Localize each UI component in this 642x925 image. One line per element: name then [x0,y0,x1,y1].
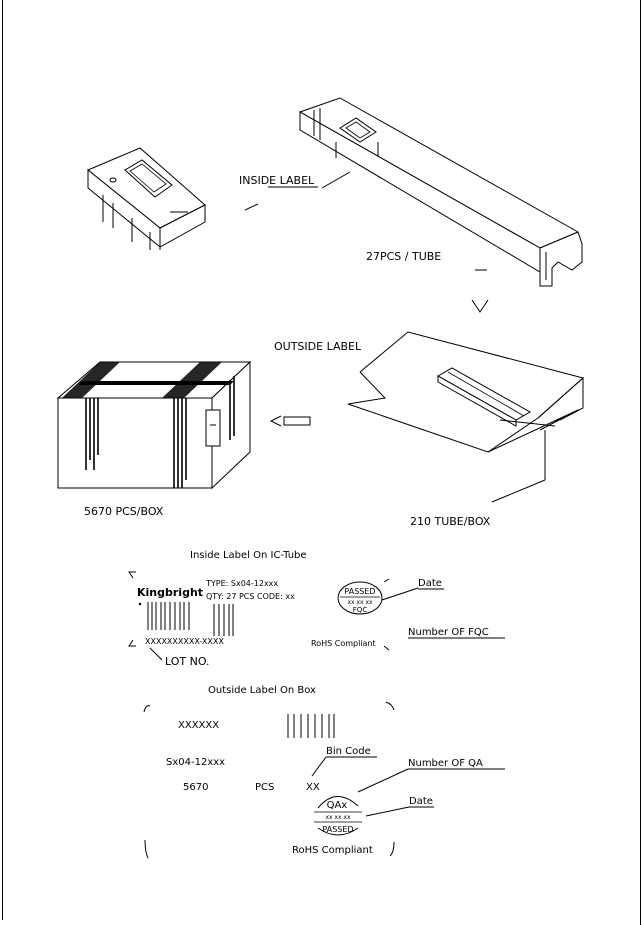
fqc-stamp-top: PASSED [344,587,375,596]
type-line: TYPE: Sx04-12xxx [205,579,278,588]
fqc-passed-stamp: PASSED xx xx xx FQC [337,581,383,615]
kingbright-brand: Kingbright [137,586,203,599]
fqc-stamp-mid: xx xx xx [347,599,373,606]
bin-code-value: XX [306,782,320,793]
fqc-stamp-bottom: FQC [353,606,368,614]
sealed-box-drawing [56,360,252,490]
date-callout-inside: Date [418,578,442,589]
led-display-drawing [87,147,259,250]
inside-barcode-main [147,602,190,630]
qa-passed-stamp: QAx xx xx xx PASSED [314,796,362,836]
ic-tube-drawing [298,97,583,313]
pcs-per-box-label: 5670 PCS/BOX [84,505,164,518]
tubes-per-box-label: 210 TUBE/BOX [410,515,491,528]
bin-code-callout: Bin Code [326,746,371,757]
page-border-left [2,0,3,920]
part-number: Sx04-12xxx [166,757,225,768]
outside-label-title: Outside Label On Box [208,685,316,696]
qty-line: QTY: 27 PCS CODE: xx [206,592,295,601]
box-quantity-unit: PCS [255,782,274,793]
qa-stamp-bottom: PASSED [322,825,353,834]
rohs-inside: RoHS Compliant [311,639,376,648]
outside-label-callout: OUTSIDE LABEL [274,340,362,353]
date-callout-outside: Date [409,796,433,807]
fqc-number-callout: Number OF FQC [408,627,489,638]
inside-barcode-secondary [213,604,234,636]
qa-stamp-text: QAx [327,800,348,811]
box-code: XXXXXX [178,720,219,731]
inside-label-panel: Inside Label On IC-Tube Kingbright TYPE:… [128,550,505,668]
inside-label-title: Inside Label On IC-Tube [190,550,307,561]
inside-label-callout: INSIDE LABEL [239,174,315,187]
rohs-outside: RoHS Compliant [292,845,373,856]
pcs-per-tube-label: 27PCS / TUBE [366,250,441,263]
lot-code: XXXXXXXXXX-XXXX [145,637,224,646]
open-box-drawing [347,331,585,503]
lot-no-callout: LOT NO. [165,655,210,668]
qa-stamp-mid: xx xx xx [325,814,351,821]
outside-label-panel: Outside Label On Box XXXXXX Bin Code Sx0… [143,685,505,859]
arrow-left-icon [269,415,311,427]
box-quantity: 5670 [183,782,208,793]
page-border-right [640,0,641,925]
outside-barcode [287,714,335,738]
qa-number-callout: Number OF QA [408,758,483,769]
